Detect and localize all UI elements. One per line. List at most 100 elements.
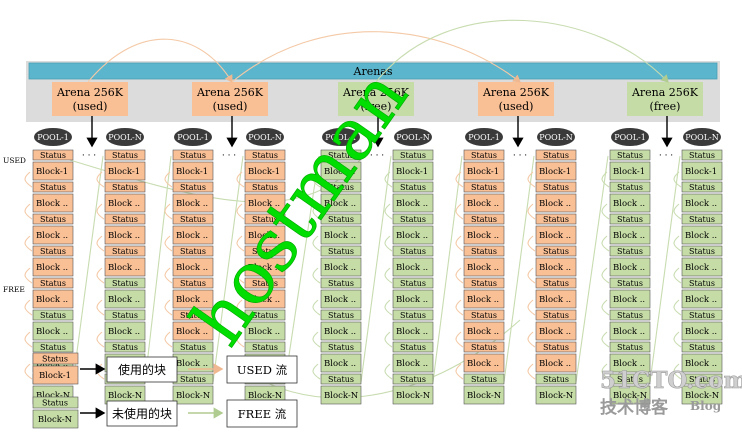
block-label: Block-1 [36, 167, 68, 177]
block-body [320, 257, 362, 277]
block-status [104, 181, 146, 193]
column-link-flow [432, 155, 463, 383]
block-body [392, 321, 434, 341]
block-status-label: Status [112, 183, 138, 192]
block-status [463, 213, 505, 225]
block-label: Block-1 [613, 167, 645, 177]
block-status-label: Status [400, 375, 426, 384]
block-status-label: Status [328, 183, 354, 192]
block-label: Block .. [176, 231, 208, 241]
block-body [463, 193, 505, 213]
block-status [320, 213, 362, 225]
block-status [681, 245, 723, 257]
block-status [392, 309, 434, 321]
block-status [681, 277, 723, 289]
block-status [104, 149, 146, 161]
block-body [535, 321, 577, 341]
block-body [681, 353, 723, 373]
block-status-label: Status [400, 247, 426, 256]
block-status [244, 341, 286, 353]
block-status-label: Status [252, 343, 278, 352]
51cto-logo: 51CTO.com 技术博客 Blog [600, 367, 742, 418]
block-status [463, 181, 505, 193]
block-body [681, 257, 723, 277]
block-body [535, 161, 577, 181]
block-body [535, 193, 577, 213]
block-body [681, 385, 723, 405]
block-body [681, 225, 723, 245]
block-status [681, 309, 723, 321]
block-status-label: Status [689, 183, 715, 192]
arena-box [192, 82, 268, 116]
pool-label: POOL-1 [614, 133, 646, 142]
block-body [244, 161, 286, 181]
block-body [535, 289, 577, 309]
block-status-label: Status [471, 311, 497, 320]
block-body [172, 385, 214, 405]
block-body [392, 225, 434, 245]
block-status-label: Status [180, 343, 206, 352]
pool-label: POOL-1 [468, 133, 500, 142]
pool-label: POOL-1 [37, 133, 69, 142]
block-status-label: Status [617, 151, 643, 160]
block-status-label: Status [471, 247, 497, 256]
block-status-label: Status [543, 151, 569, 160]
block-body [609, 161, 651, 181]
pool-ellipse [34, 128, 72, 146]
block-status-label: Status [328, 151, 354, 160]
pool-label: POOL-N [248, 133, 282, 142]
column-link-flow [649, 155, 681, 383]
block-label: Block .. [396, 359, 428, 369]
arena-box [338, 82, 414, 116]
block-label: Block .. [36, 263, 68, 273]
block-label: Block .. [324, 263, 356, 273]
block-status [609, 213, 651, 225]
pool-label: POOL-1 [325, 133, 357, 142]
block-label: Block-1 [396, 167, 428, 177]
block-label: Block-1 [248, 167, 280, 177]
block-label: Block .. [685, 199, 717, 209]
block-body [104, 321, 146, 341]
block-status [172, 309, 214, 321]
block-label: Block-1 [467, 167, 499, 177]
block-label: Block-1 [324, 167, 356, 177]
legend-status-text: Status [42, 355, 68, 364]
block-status [681, 149, 723, 161]
block-status-label: Status [252, 279, 278, 288]
block-body [392, 385, 434, 405]
block-status [244, 245, 286, 257]
arena-state: (used) [213, 100, 248, 113]
block-status-label: Status [689, 151, 715, 160]
block-body [392, 161, 434, 181]
block-body [609, 289, 651, 309]
block-status [392, 245, 434, 257]
block-label: Block .. [248, 199, 280, 209]
block-status-label: Status [400, 343, 426, 352]
used-flow-arc [87, 38, 233, 83]
column-flow [96, 171, 105, 380]
pool-ellipsis: · · · [82, 151, 96, 161]
block-label: Block .. [396, 231, 428, 241]
column-flow [455, 171, 464, 380]
block-status-label: Status [40, 343, 66, 352]
block-label: Block-N [324, 391, 359, 401]
arena-4: Arena 256K(used) [478, 82, 554, 148]
block-status [172, 277, 214, 289]
arena-name: Arena 256K [196, 86, 264, 99]
pool-ellipse [683, 128, 721, 146]
free-side-label: FREE [3, 285, 25, 294]
block-body [104, 257, 146, 277]
block-body [172, 321, 214, 341]
block-status-label: Status [112, 215, 138, 224]
block-body [172, 257, 214, 277]
arena-1: Arena 256K(used) [52, 82, 128, 148]
block-body [681, 289, 723, 309]
block-body [172, 161, 214, 181]
block-status [320, 341, 362, 353]
arena-state: (used) [73, 100, 108, 113]
legend-label-box [106, 356, 178, 383]
block-status [172, 213, 214, 225]
